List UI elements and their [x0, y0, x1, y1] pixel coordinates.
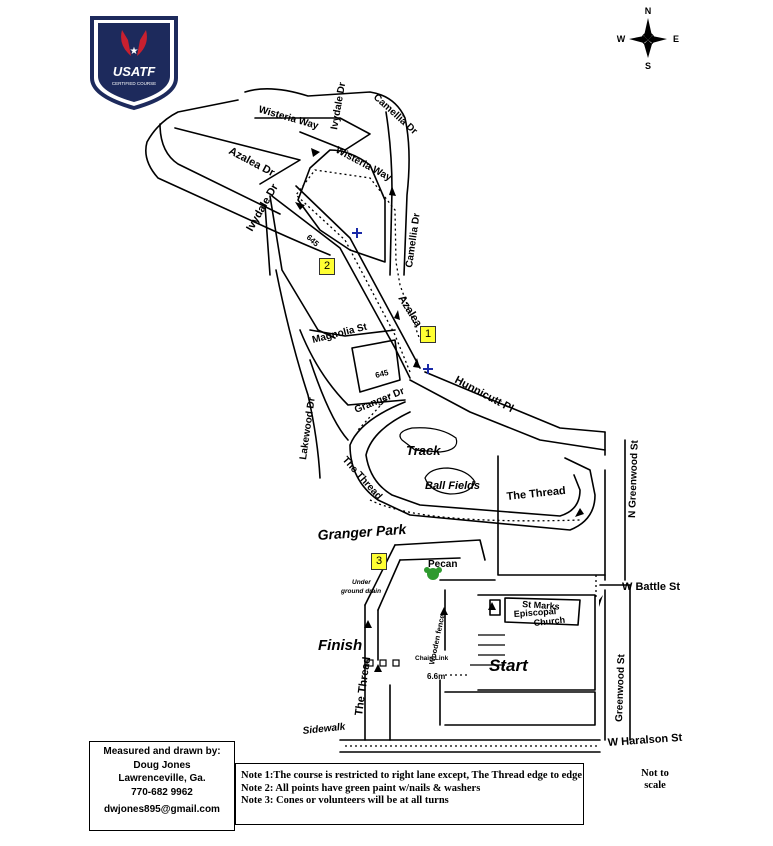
marker-1-label: 1 — [424, 328, 432, 340]
label-church-1: St Marks — [522, 599, 560, 612]
route-arrows — [295, 148, 603, 672]
label-church-3: Church — [533, 615, 565, 628]
label-pole-2: 645 — [374, 368, 390, 380]
measured-line-3: Lawrenceville, Ga. — [118, 773, 206, 784]
scale-line-2: scale — [644, 780, 666, 791]
compass-n: N — [645, 6, 652, 16]
measured-line-4: 770-682 9962 — [131, 786, 193, 798]
svg-text:★: ★ — [130, 46, 139, 57]
marker-3-label: 3 — [375, 555, 383, 567]
label-church-2: Episcopal — [513, 606, 556, 619]
label-azalea-dr-2: Azalea — [395, 293, 424, 330]
label-azalea-dr-1: Azalea Dr — [227, 145, 278, 179]
label-distance: 6.6m — [427, 672, 445, 681]
label-chain-link: Chain Link — [415, 655, 449, 662]
label-the-thread-3: The Thread — [353, 656, 373, 716]
compass-w: W — [617, 34, 626, 44]
compass-e: E — [673, 34, 679, 44]
notes-box: Note 1:The course is restricted to right… — [235, 763, 584, 825]
note-2: Note 2: All points have green paint w/na… — [241, 782, 481, 794]
label-under-drain-1: Under — [352, 579, 371, 586]
note-1: Note 1:The course is restricted to right… — [241, 770, 582, 781]
not-to-scale-note: Not to scale — [620, 768, 690, 792]
label-camellia-dr-2: Camellia Dr — [404, 212, 423, 268]
label-w-battle-st: W Battle St — [622, 581, 680, 593]
plus-markers — [352, 228, 433, 374]
measured-line-5: dwjones895@gmail.com — [104, 804, 220, 815]
marker-2: 2 — [319, 258, 335, 275]
logo-title: USATF — [113, 64, 156, 79]
logo-subtitle: CERTIFIED COURSE — [112, 81, 156, 86]
finish-line-markers — [366, 659, 400, 667]
label-under-drain-2: ground drain — [340, 588, 381, 595]
marker-2-label: 2 — [323, 260, 331, 272]
start-label: Start — [489, 656, 529, 675]
label-w-haralson-st: W Haralson St — [607, 732, 683, 749]
usatf-logo: ★ USATF CERTIFIED COURSE — [90, 16, 178, 111]
street-labels: Wisteria Way Wisteria Way Ivydale Dr Ivy… — [227, 81, 683, 749]
scale-line-1: Not to — [641, 768, 669, 779]
label-ivydale-dr-1: Ivydale Dr — [329, 81, 348, 130]
pecan-tree-icon — [424, 567, 442, 580]
compass-rose-icon: N S E W — [617, 6, 679, 71]
label-track: Track — [406, 443, 441, 458]
marker-1: 1 — [420, 326, 436, 343]
label-the-thread-1: The Thread — [340, 455, 384, 502]
compass-s: S — [645, 61, 651, 71]
label-ball-fields: Ball Fields — [425, 480, 480, 492]
label-n-greenwood-st: N Greenwood St — [627, 439, 641, 518]
measured-by-box: Measured and drawn by: Doug Jones Lawren… — [89, 741, 235, 831]
label-pecan: Pecan — [428, 559, 457, 570]
place-labels: Track Ball Fields Granger Park Pecan St … — [305, 233, 566, 681]
label-pole-1: 645 — [305, 233, 321, 249]
label-camellia-dr-1: Camellia Dr — [371, 92, 419, 137]
label-wisteria-way-2: Wisteria Way — [334, 145, 394, 184]
finish-label: Finish — [318, 637, 362, 654]
label-the-thread-2: The Thread — [506, 485, 566, 503]
label-sidewalk: Sidewalk — [302, 722, 346, 737]
marker-3: 3 — [371, 553, 387, 570]
label-hunnicutt-pl: Hunnicutt Pl — [453, 374, 516, 415]
race-route — [295, 169, 597, 676]
measured-line-1: Measured and drawn by: — [103, 746, 221, 757]
note-3: Note 3: Cones or volunteers will be at a… — [241, 795, 449, 806]
measured-line-2: Doug Jones — [133, 759, 191, 771]
label-granger-park: Granger Park — [317, 521, 408, 543]
label-greenwood-st: Greenwood St — [614, 653, 627, 722]
road-network — [145, 88, 631, 753]
label-magnolia-st: Magnolia St — [311, 322, 369, 346]
